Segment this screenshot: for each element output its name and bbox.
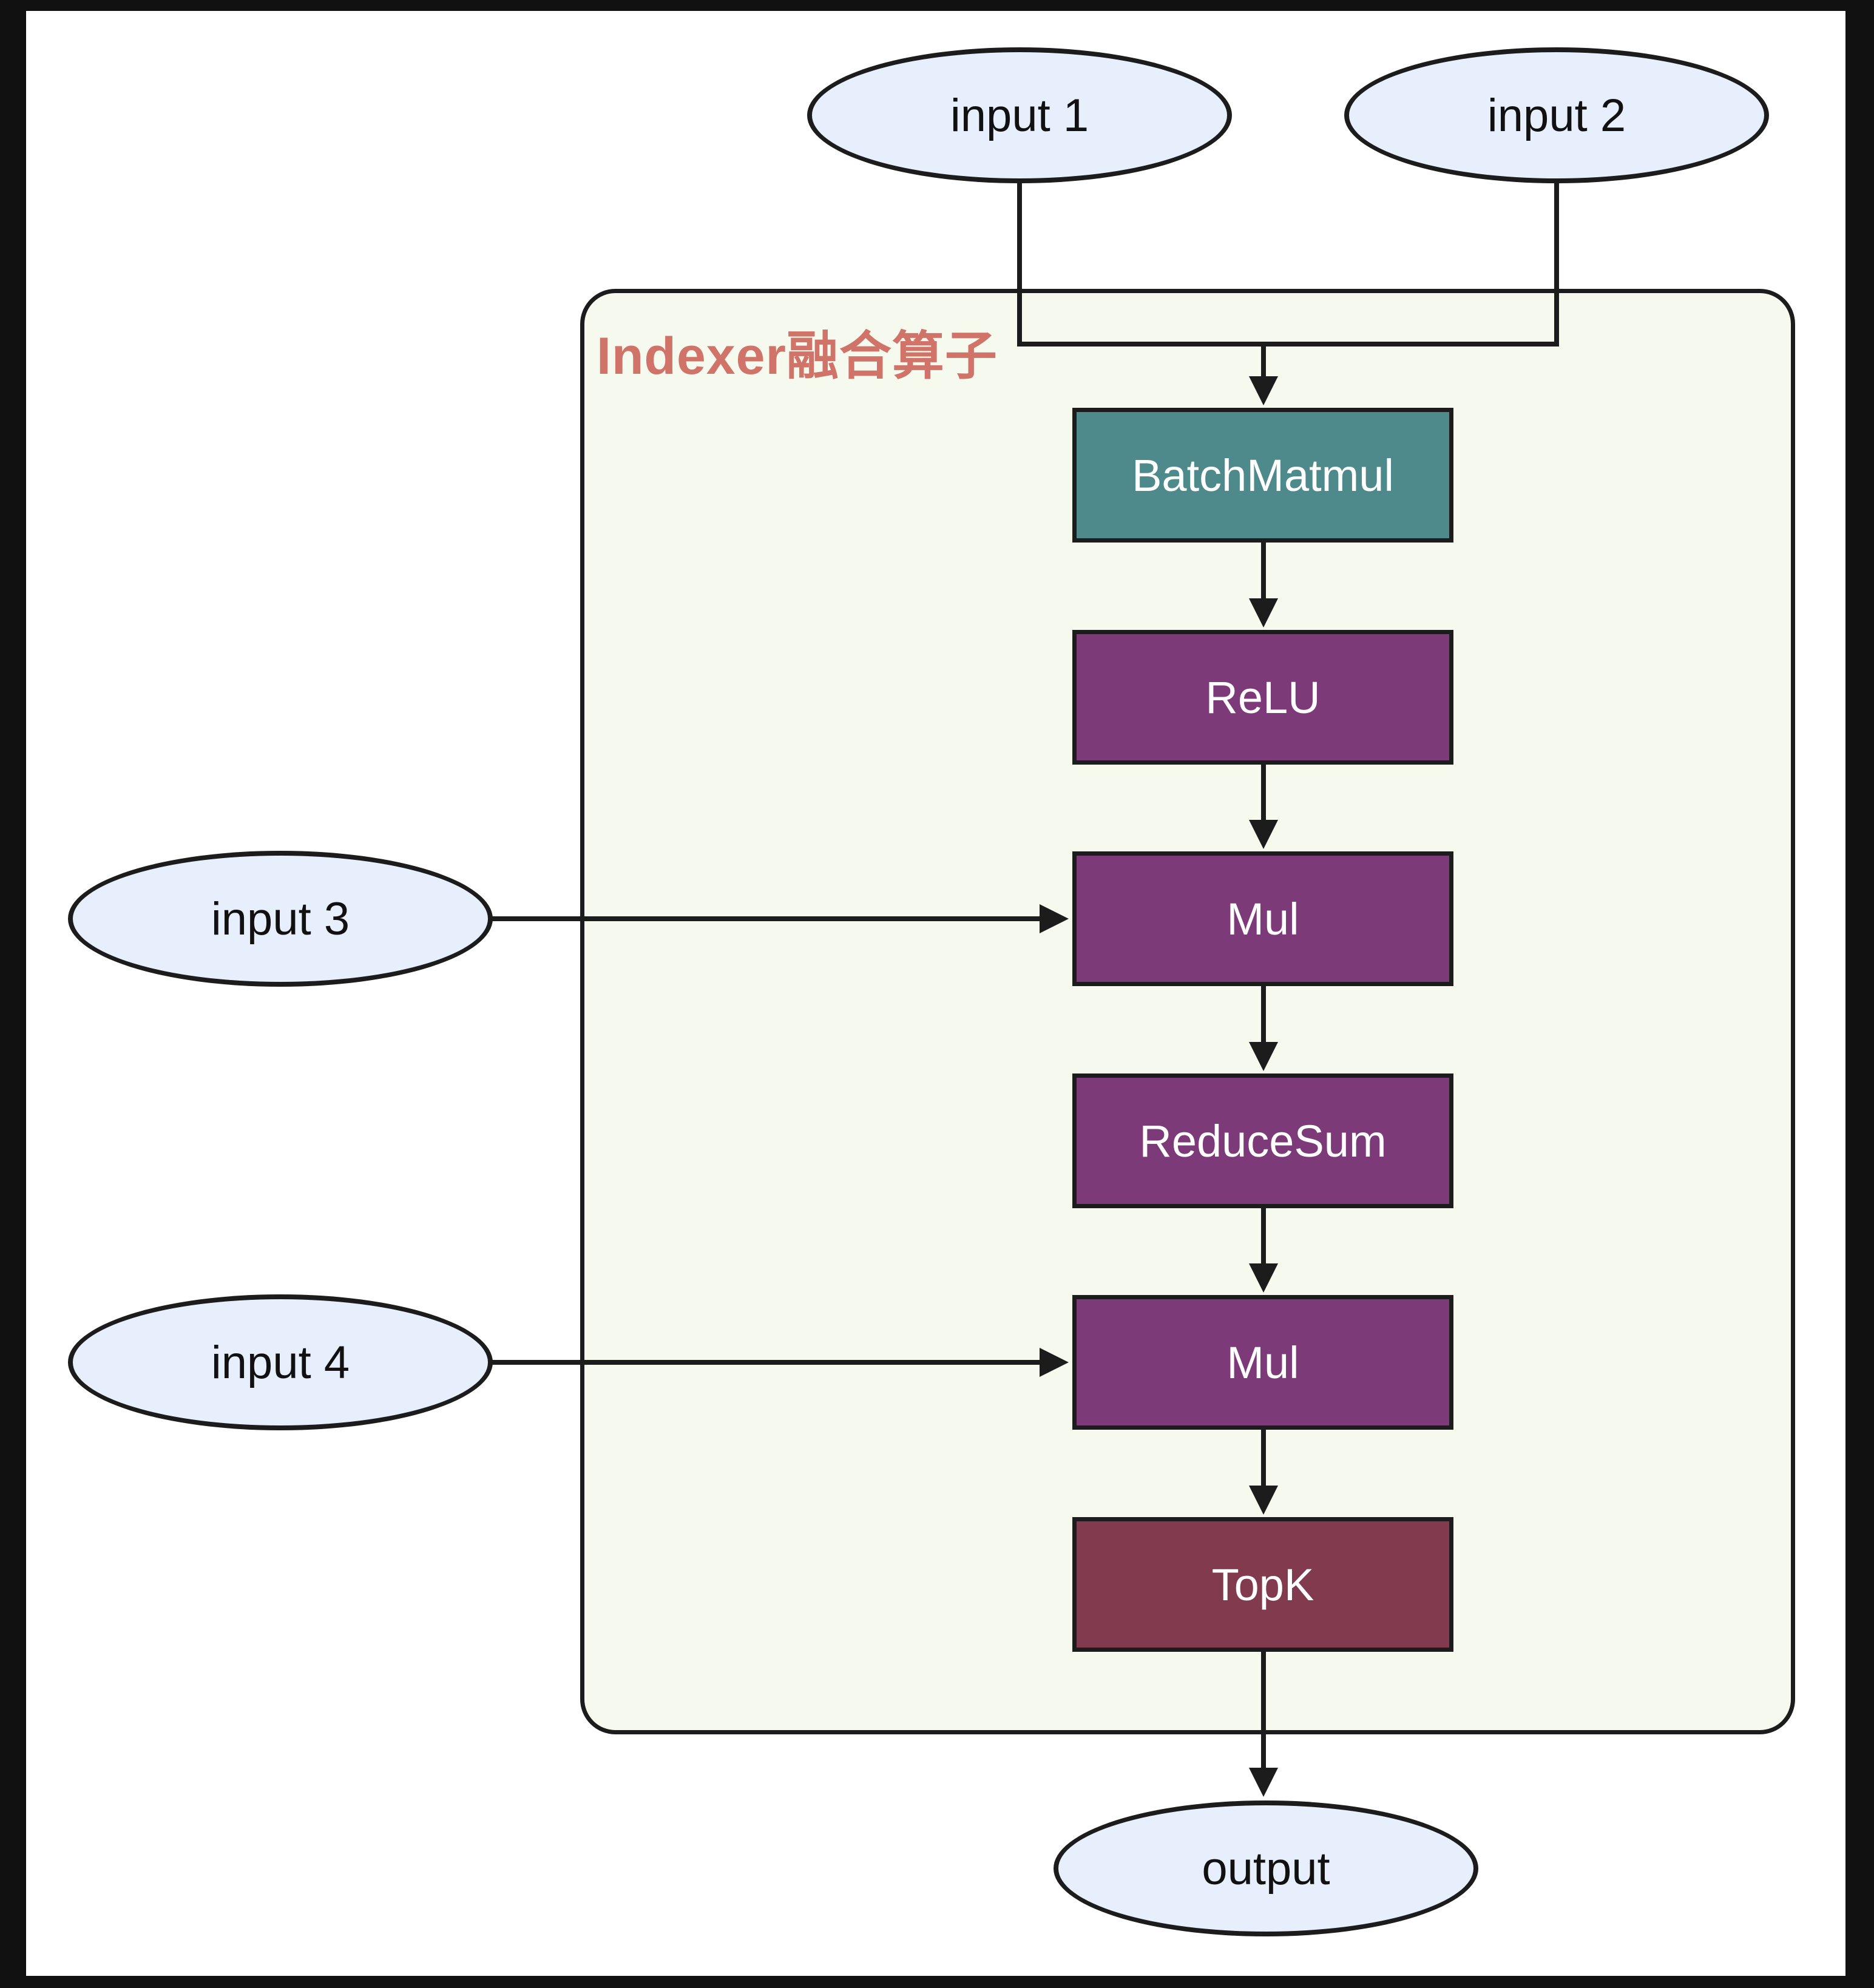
op-label-mul-2: Mul: [1226, 1337, 1299, 1388]
arrowhead-input4: [1040, 1348, 1069, 1377]
output-label: output: [1202, 1842, 1330, 1895]
op-label-mul-1: Mul: [1226, 893, 1299, 944]
op-node-mul-1: Mul: [1072, 851, 1453, 986]
arrowhead-mul1: [1249, 820, 1278, 849]
input-1-label: input 1: [950, 89, 1089, 141]
output-node: output: [1054, 1800, 1478, 1936]
input-3-node: input 3: [68, 851, 493, 987]
op-label-topk: TopK: [1211, 1559, 1314, 1610]
op-node-reducesum: ReduceSum: [1072, 1073, 1453, 1208]
arrowhead-reducesum: [1249, 1042, 1278, 1071]
input-1-node: input 1: [807, 47, 1232, 183]
op-label-reducesum: ReduceSum: [1139, 1115, 1387, 1166]
arrowhead-batchmatmul: [1249, 376, 1278, 405]
op-label-batchmatmul: BatchMatmul: [1132, 450, 1394, 501]
arrowhead-topk: [1249, 1486, 1278, 1515]
input-4-label: input 4: [211, 1336, 350, 1388]
fusion-group-box: [580, 289, 1795, 1734]
input-2-label: input 2: [1487, 89, 1626, 141]
edge-input1-input2-bracket: [1017, 182, 1559, 347]
op-node-batchmatmul: BatchMatmul: [1072, 408, 1453, 543]
fusion-group-label: Indexer融合算子: [597, 327, 998, 385]
arrowhead-mul2: [1249, 1263, 1278, 1293]
op-label-relu: ReLU: [1205, 672, 1321, 723]
input-4-node: input 4: [68, 1294, 493, 1430]
input-3-label: input 3: [211, 893, 350, 945]
op-node-topk: TopK: [1072, 1517, 1453, 1652]
op-node-relu: ReLU: [1072, 630, 1453, 765]
arrowhead-output: [1249, 1768, 1278, 1797]
input-2-node: input 2: [1344, 47, 1769, 183]
arrowhead-relu: [1249, 598, 1278, 627]
arrowhead-input3: [1040, 904, 1069, 933]
op-node-mul-2: Mul: [1072, 1295, 1453, 1430]
